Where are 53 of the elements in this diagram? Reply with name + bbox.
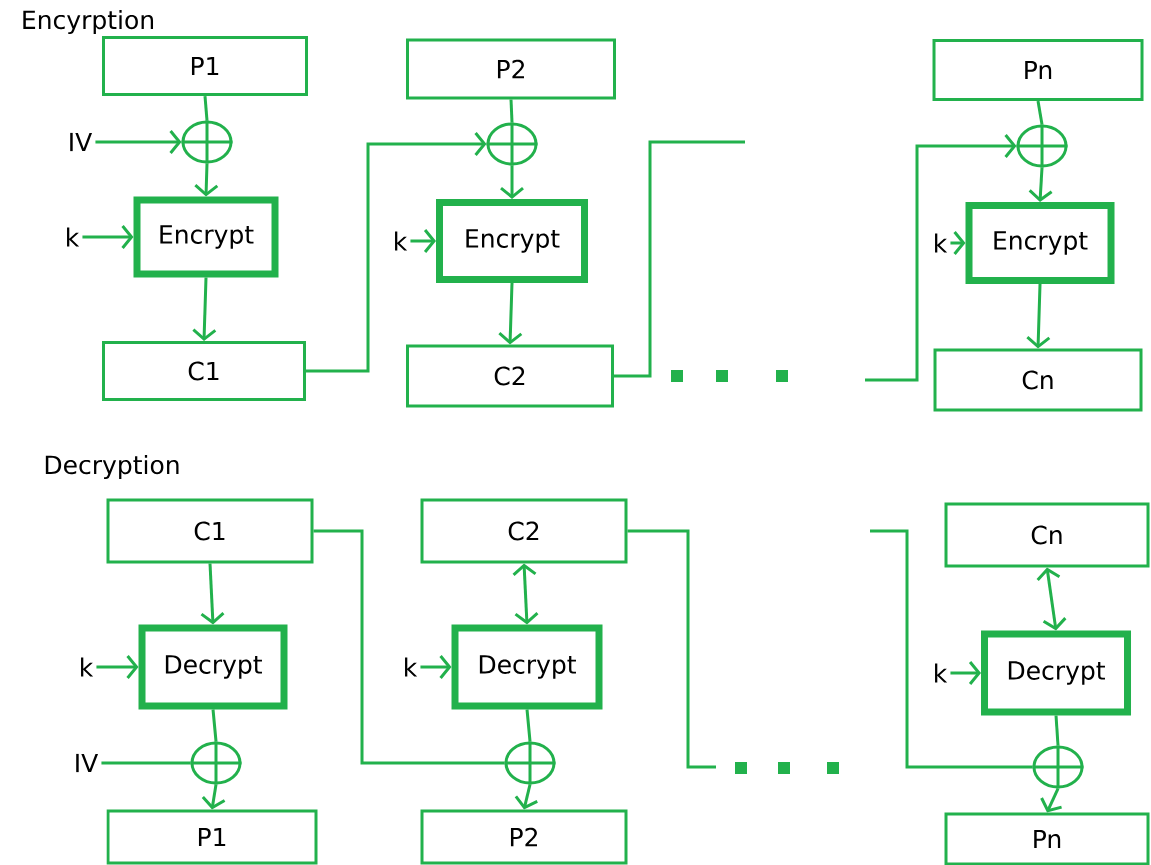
arrow (1036, 567, 1067, 631)
data-block-box: C1 (106, 498, 314, 564)
input-label: k (67, 227, 80, 247)
data-block-box: C2 (406, 344, 614, 408)
arrow (500, 165, 524, 199)
input-label: IV (70, 132, 93, 152)
section-heading: Decryption (45, 454, 179, 480)
arrow (96, 655, 139, 679)
data-block-box: P2 (406, 38, 616, 100)
data-block-box: C1 (102, 341, 306, 401)
data-block-box: P1 (106, 809, 318, 865)
arrow (1040, 787, 1062, 813)
input-label: IV (76, 753, 99, 773)
xor-symbol (180, 119, 234, 165)
cipher-function-box: Encrypt (436, 199, 588, 283)
cipher-function-box: Decrypt (138, 624, 288, 710)
input-label: k (81, 657, 94, 677)
arrow (192, 277, 217, 341)
input-label: k (935, 233, 948, 253)
data-block-box: C2 (420, 498, 628, 564)
xor-symbol (1031, 744, 1085, 790)
arrow (865, 134, 1017, 382)
arrow (950, 661, 981, 685)
data-block-box: Cn (933, 348, 1143, 412)
input-label: k (395, 231, 408, 251)
section-heading: Encyrption (23, 9, 153, 35)
arrow (498, 282, 523, 345)
data-block-box: P1 (102, 36, 308, 96)
cipher-function-box: Encrypt (965, 202, 1115, 284)
data-block-box: Pn (932, 39, 1144, 101)
input-label: k (935, 663, 948, 683)
data-block-box: Cn (944, 502, 1150, 568)
arrow (82, 225, 134, 249)
arrow (410, 229, 436, 253)
arrow (200, 563, 225, 625)
cipher-function-box: Decrypt (981, 630, 1131, 716)
arrow (306, 132, 487, 373)
arrow (1028, 167, 1053, 202)
xor-symbol (189, 740, 243, 786)
xor-symbol (485, 121, 539, 167)
data-block-box: P2 (420, 809, 628, 865)
arrow (95, 130, 182, 154)
arrow (512, 563, 539, 625)
cipher-function-box: Decrypt (451, 624, 603, 710)
arrow (514, 784, 538, 810)
cipher-function-box: Encrypt (133, 196, 279, 278)
arrow (420, 655, 452, 679)
xor-symbol (1015, 123, 1069, 169)
arrow (194, 163, 219, 197)
input-label: k (405, 657, 418, 677)
arrow (1026, 283, 1051, 349)
data-block-box: Pn (944, 812, 1150, 865)
xor-symbol (503, 740, 557, 786)
